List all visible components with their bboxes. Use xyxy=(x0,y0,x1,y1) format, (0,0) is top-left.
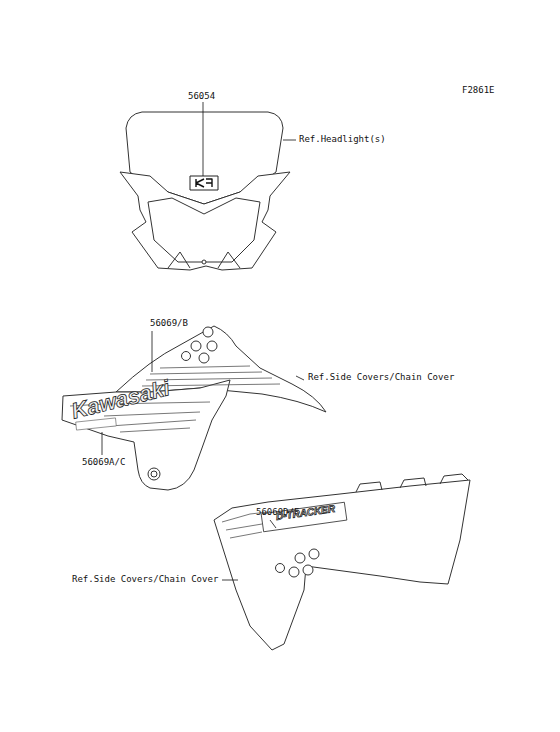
leader-line xyxy=(222,580,238,581)
headlight-mask-notch xyxy=(168,252,240,268)
shroud-grommet xyxy=(148,468,160,480)
callout-number: 56054 xyxy=(188,92,215,102)
headlight-mask-wings xyxy=(120,172,290,270)
leader-line xyxy=(270,520,276,528)
callout-number: 56069/B xyxy=(150,319,188,329)
decal-dot xyxy=(295,553,305,563)
leader-line xyxy=(102,432,103,455)
side-cover-decal xyxy=(214,480,470,650)
decal-dot xyxy=(199,353,209,363)
reference-note: Ref.Side Covers/Chain Cover xyxy=(308,373,454,383)
decal-dot xyxy=(289,567,299,577)
kawasaki-logo-decal xyxy=(190,176,218,190)
decal-dot xyxy=(303,565,313,575)
side-cover-tabs xyxy=(356,474,468,492)
reference-note: Ref.Headlight(s) xyxy=(299,135,386,145)
decal-dot xyxy=(191,341,201,351)
callout-number: 56069A/C xyxy=(82,458,125,468)
decal-dot xyxy=(203,327,213,337)
decal-dot xyxy=(309,549,319,559)
decal-dot xyxy=(276,564,285,573)
decal-dot xyxy=(182,352,191,361)
leader-line xyxy=(296,376,304,380)
figure-number: F2861E xyxy=(462,86,495,96)
kawasaki-logo-mark xyxy=(196,179,212,187)
leader-line xyxy=(203,102,204,176)
decal-dot xyxy=(207,341,217,351)
mount-hole xyxy=(202,260,206,264)
shroud-grommet-inner xyxy=(151,471,157,477)
leader-line xyxy=(152,331,153,372)
decal-stripes xyxy=(70,366,280,538)
leader-line xyxy=(283,140,296,141)
reference-note: Ref.Side Covers/Chain Cover xyxy=(72,575,218,585)
headlight-lens-window xyxy=(148,198,260,262)
